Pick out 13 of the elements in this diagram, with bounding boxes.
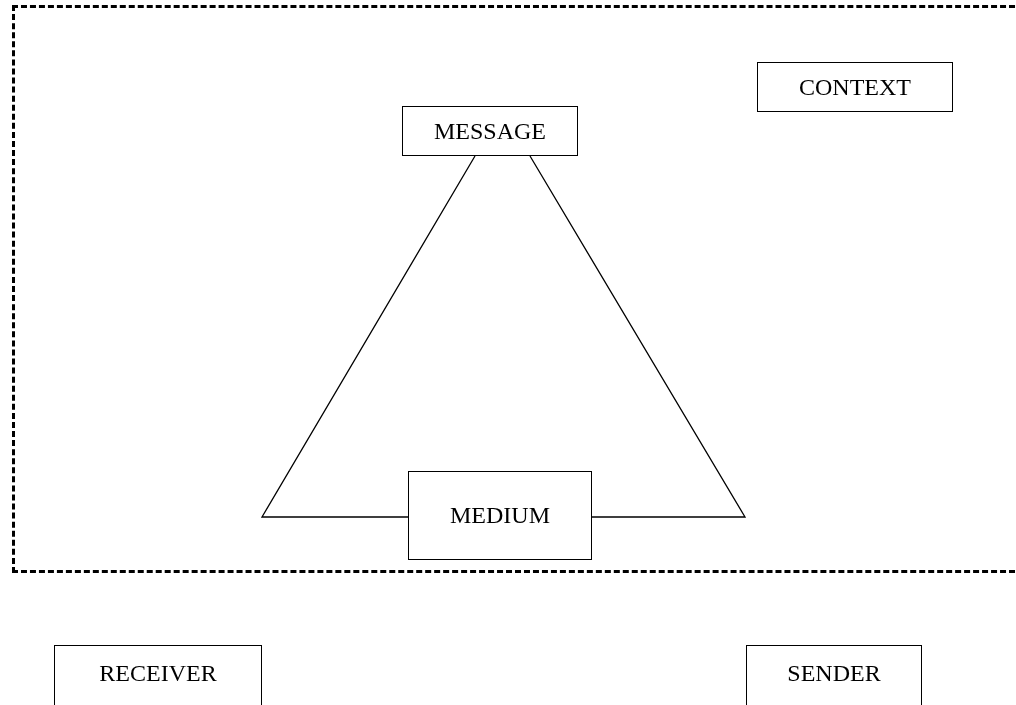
box-label: SENDER: [787, 660, 881, 687]
box-label: MEDIUM: [450, 502, 550, 529]
box-label: CONTEXT: [799, 73, 911, 101]
label-box: [408, 471, 592, 560]
label-box: [757, 62, 953, 112]
dashed-boundary: [12, 5, 1016, 573]
label-box: [746, 645, 922, 705]
label-box: [402, 106, 578, 156]
box-label: RECEIVER: [99, 660, 217, 687]
connector-line: [260, 155, 476, 518]
box-label: MESSAGE: [434, 117, 546, 145]
connector-line: [529, 155, 747, 518]
label-box: [54, 645, 262, 705]
